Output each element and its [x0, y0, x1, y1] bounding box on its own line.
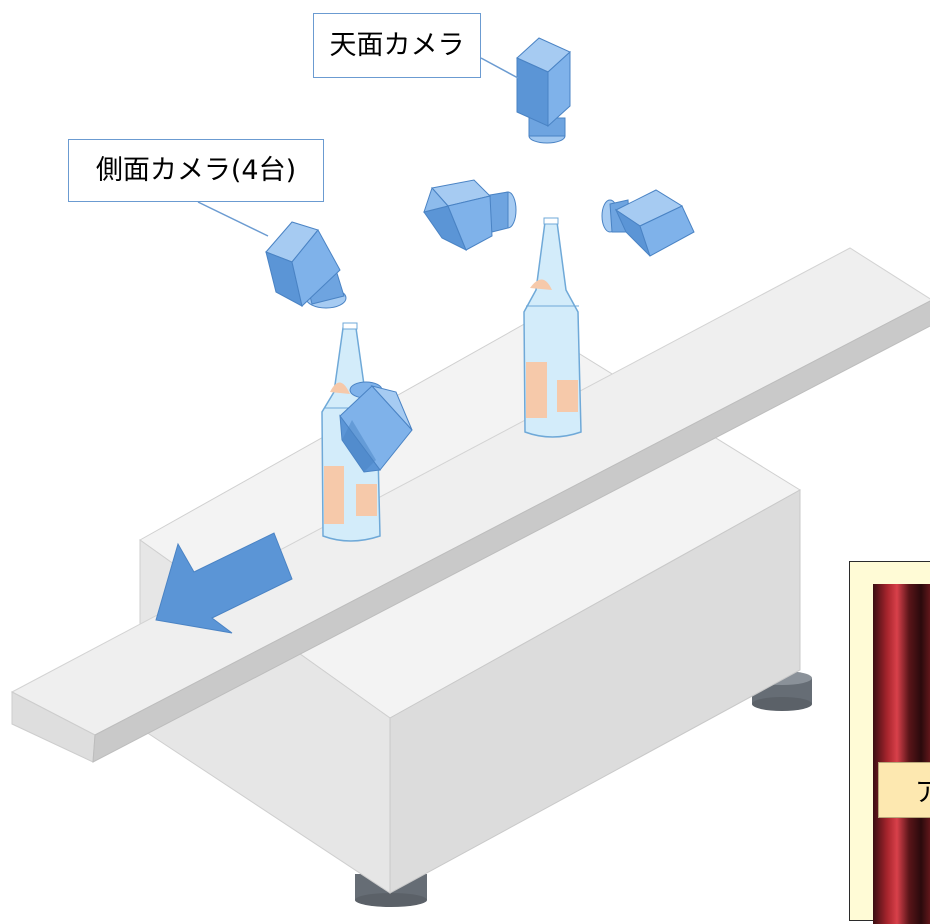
side-camera-front-icon — [339, 381, 413, 473]
side-camera-leader — [197, 201, 269, 237]
inset-caption: ア — [878, 762, 930, 818]
top-camera-leader — [480, 57, 519, 79]
side-camera-right-icon — [601, 189, 695, 257]
side-camera-label: 側面カメラ(4台) — [68, 139, 324, 202]
inset-photo-panel: ア — [849, 561, 930, 924]
conveyor-direction-arrow — [155, 532, 293, 634]
top-camera-label: 天面カメラ — [313, 13, 481, 78]
side-camera-center-icon — [423, 179, 517, 252]
inset-photo — [873, 584, 930, 924]
top-camera-icon — [516, 37, 571, 144]
side-camera-left-icon — [265, 221, 347, 309]
bottle-right — [523, 217, 582, 438]
